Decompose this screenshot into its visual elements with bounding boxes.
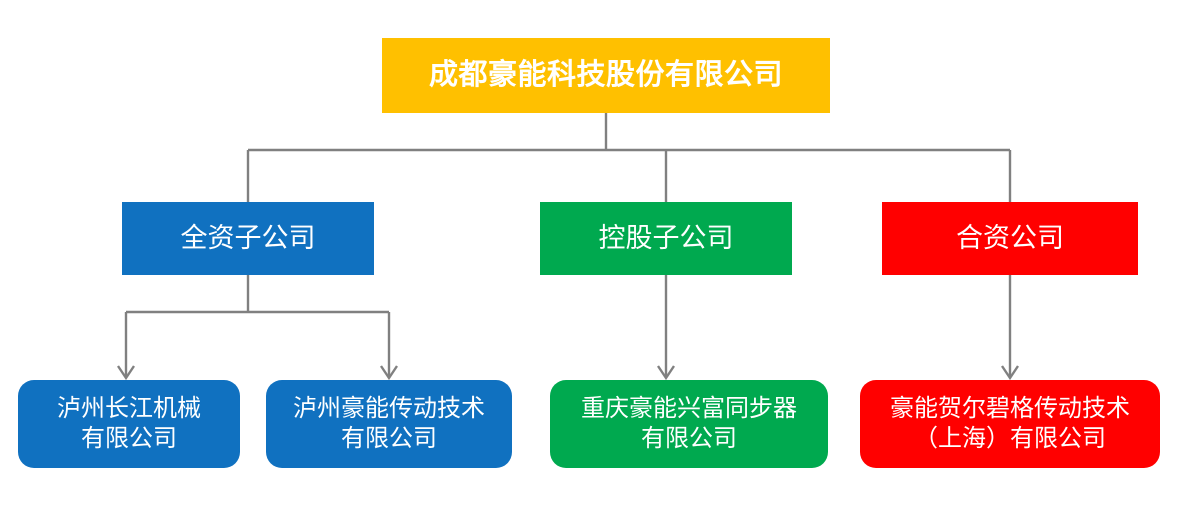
node-root-company[interactable]: 成都豪能科技股份有限公司 [382,38,830,113]
arrowhead-leaf-4 [1001,365,1019,381]
node-subsidiary-hoerbiger-shanghai[interactable]: 豪能贺尔碧格传动技术 （上海）有限公司 [860,380,1160,468]
node-subsidiary-luzhou-changjiang[interactable]: 泸州长江机械 有限公司 [18,380,240,468]
arrowhead-leaf-2 [380,365,398,381]
node-subsidiary-luzhou-haoneng[interactable]: 泸州豪能传动技术 有限公司 [266,380,512,468]
node-category-wholly-owned[interactable]: 全资子公司 [122,202,374,275]
node-category-holding[interactable]: 控股子公司 [540,202,792,275]
node-category-joint-venture[interactable]: 合资公司 [882,202,1138,275]
node-subsidiary-chongqing-xingfu[interactable]: 重庆豪能兴富同步器 有限公司 [550,380,828,468]
arrowhead-leaf-1 [117,365,135,381]
arrowhead-leaf-3 [657,365,675,381]
